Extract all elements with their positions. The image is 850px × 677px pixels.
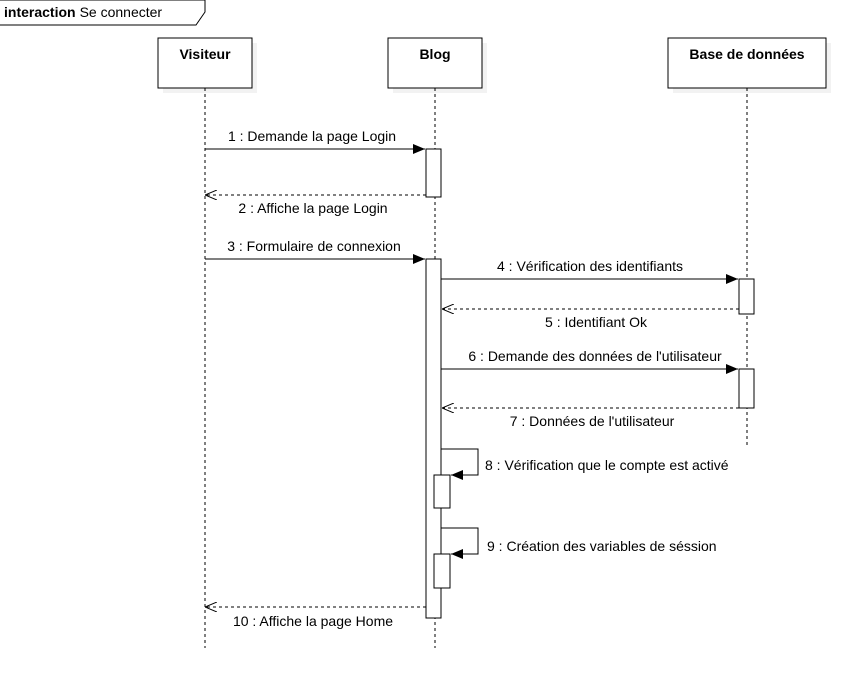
activation-db-2 [738,368,755,409]
frame-name: Se connecter [80,4,163,20]
lifeline-visiteur: Visiteur [157,37,257,648]
lifeline-name-base-de-donnees: Base de données [689,46,804,62]
frame-keyword: interaction [4,4,76,20]
message-5-label: 5 : Identifiant Ok [545,314,648,330]
message-7-label: 7 : Données de l'utilisateur [510,413,675,429]
message-10-label: 10 : Affiche la page Home [233,613,393,629]
lifeline-box-visiteur [157,37,253,89]
lifeline-name-blog: Blog [419,46,450,62]
activation-blog-1 [425,148,442,198]
activation-blog-self-2 [433,553,451,589]
message-6: 6 : Demande des données de l'utilisateur [441,348,738,374]
message-4: 4 : Vérification des identifiants [441,258,738,284]
message-9-arrow [441,527,479,559]
message-1-label: 1 : Demande la page Login [228,128,396,144]
message-2-label: 2 : Affiche la page Login [238,200,387,216]
lifeline-name-visiteur: Visiteur [179,46,231,62]
message-4-label: 4 : Vérification des identifiants [497,258,683,274]
message-9: 9 : Création des variables de séssion [441,527,717,559]
message-3-label: 3 : Formulaire de connexion [227,238,401,254]
message-8: 8 : Vérification que le compte est activ… [441,448,729,480]
lifeline-box-blog [387,37,483,89]
message-6-label: 6 : Demande des données de l'utilisateur [468,348,722,364]
message-1: 1 : Demande la page Login [205,128,425,154]
message-9-label: 9 : Création des variables de séssion [487,538,717,554]
message-10: 10 : Affiche la page Home [205,607,426,629]
lifeline-base-de-donnees: Base de données [667,37,831,445]
lifeline-blog: Blog [387,37,487,648]
lifeline-box-base-de-donnees [667,37,827,89]
activation-blog-self-1 [433,474,451,509]
message-3: 3 : Formulaire de connexion [205,238,425,264]
message-2: 2 : Affiche la page Login [205,195,426,216]
activation-blog-2 [425,258,442,619]
message-5: 5 : Identifiant Ok [442,309,739,330]
message-7: 7 : Données de l'utilisateur [442,408,739,429]
message-8-label: 8 : Vérification que le compte est activ… [485,457,729,473]
activation-db-1 [738,278,755,315]
message-8-arrow [441,448,479,480]
